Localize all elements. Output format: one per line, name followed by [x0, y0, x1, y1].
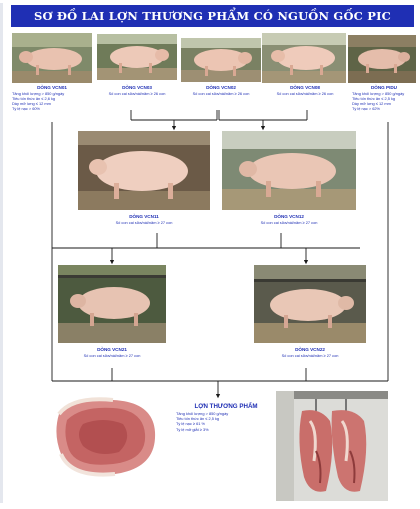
trait-vcn21-1: Số con cai sữa/nái/năm ≥ 27 con: [58, 353, 166, 358]
label-pidu: DÒNG PIDU Tăng khối lượng > 850 g/ngày T…: [352, 85, 416, 111]
trait-vcn03-1: Số con cai sữa/nái/năm ≥ 26 con: [97, 91, 177, 96]
trait-vcn01-4: Tỷ lệ nạc > 60%: [12, 106, 92, 111]
trait-vcn22-1: Số con cai sữa/nái/năm ≥ 27 con: [254, 353, 366, 358]
sow-photo-icon: [262, 33, 346, 83]
sow-photo-icon: [181, 38, 261, 82]
label-vcn22: DÒNG VCN22 Số con cai sữa/nái/năm ≥ 27 c…: [254, 347, 366, 358]
label-vcn12: DÒNG VCN12 Số con cai sữa/nái/năm ≥ 27 c…: [222, 214, 356, 225]
trait-vcn02-1: Số con cai sữa/nái/năm ≥ 26 con: [181, 91, 261, 96]
product-trait-4: Tỷ lệ mỡ giắt ≥ 3%: [176, 427, 276, 432]
trait-vcn12-1: Số con cai sữa/nái/năm ≥ 27 con: [222, 220, 356, 225]
trait-pidu-4: Tỷ lệ nạc > 62%: [352, 106, 416, 111]
label-vcn01: DÒNG VCN01 Tăng khối lượng > 850 g/ngày …: [12, 85, 92, 111]
label-vcn21: DÒNG VCN21 Số con cai sữa/nái/năm ≥ 27 c…: [58, 347, 166, 358]
sow-photo-icon: [78, 131, 210, 210]
label-vcn03: DÒNG VCN03 Số con cai sữa/nái/năm ≥ 26 c…: [97, 85, 177, 96]
sow-photo-icon: [254, 265, 366, 343]
label-vcn11: DÒNG VCN11 Số con cai sữa/nái/năm ≥ 27 c…: [78, 214, 210, 225]
label-vcn08: DÒNG VCN08 Số con cai sữa/nái/năm ≥ 26 c…: [264, 85, 346, 96]
label-product: LỢN THƯƠNG PHẨM Tăng khối lượng > 850 g/…: [176, 402, 276, 432]
boar-photo-icon: [12, 33, 92, 83]
sow-photo-icon: [58, 265, 166, 343]
trait-vcn08-1: Số con cai sữa/nái/năm ≥ 26 con: [264, 91, 346, 96]
sow-photo-icon: [97, 34, 177, 80]
product-name: LỢN THƯƠNG PHẨM: [176, 402, 276, 411]
sow-photo-icon: [222, 131, 356, 210]
boar-photo-icon: [348, 35, 416, 83]
pork-carcass-icon: [276, 391, 388, 501]
label-vcn02: DÒNG VCN02 Số con cai sữa/nái/năm ≥ 26 c…: [181, 85, 261, 96]
pork-meat-icon: [53, 394, 159, 478]
trait-vcn11-1: Số con cai sữa/nái/năm ≥ 27 con: [78, 220, 210, 225]
